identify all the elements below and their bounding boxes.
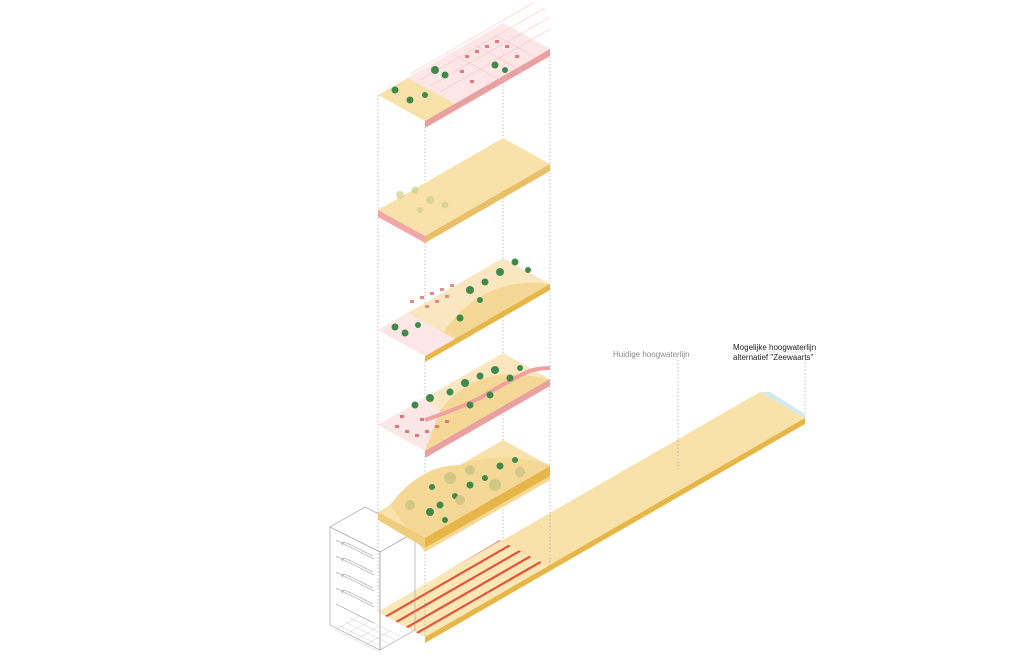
layer1-buildings [460, 40, 519, 83]
layer5-trees [426, 457, 518, 523]
layer3-grid-area [378, 313, 455, 356]
layer4-path [424, 366, 551, 422]
layer4-trees [411, 365, 523, 409]
layer5-side [425, 466, 550, 548]
striped-base-fill [378, 540, 548, 637]
balcony-lines [335, 539, 375, 624]
layer4-hill [425, 374, 550, 451]
layer4-side [425, 379, 550, 458]
possible-high-water-line-label-line2: alternatief "Zeewaarts" [733, 353, 814, 362]
layer1-trees [391, 61, 508, 104]
sea-edge [760, 392, 805, 418]
beach-strip-edge [425, 418, 805, 643]
dune-layer-natural [378, 440, 550, 552]
layer2-slope [378, 210, 425, 243]
layer1-side [425, 49, 550, 128]
grid-floor [334, 613, 401, 653]
dune-layer-sand [378, 138, 550, 243]
layer2-side [425, 164, 550, 243]
layer5-hill [390, 457, 550, 552]
layer5-left [378, 512, 425, 548]
layer1-grid [409, 1, 551, 93]
possible-high-water-line-label-line1: Mogelijke hoogwaterlijn [733, 343, 817, 352]
layer3-buildings [410, 284, 454, 308]
layer2-top [378, 138, 550, 236]
layer2-faint-trees [396, 186, 449, 213]
layer5-shrubs [405, 465, 525, 510]
layer3-side [425, 284, 550, 362]
wireframe-building [329, 506, 416, 653]
layer3-hill [425, 282, 550, 356]
dune-layer-mixed [378, 258, 550, 362]
dune-layer-top [378, 1, 551, 128]
current-high-water-line-label: Huidige hoogwaterlijn [613, 350, 690, 359]
layer4-buildings [395, 415, 449, 437]
layer3-trees [391, 258, 531, 337]
dune-layer-green [378, 353, 551, 458]
possible-high-water-line-label: Mogelijke hoogwaterlijn alternatief "Zee… [733, 343, 816, 363]
